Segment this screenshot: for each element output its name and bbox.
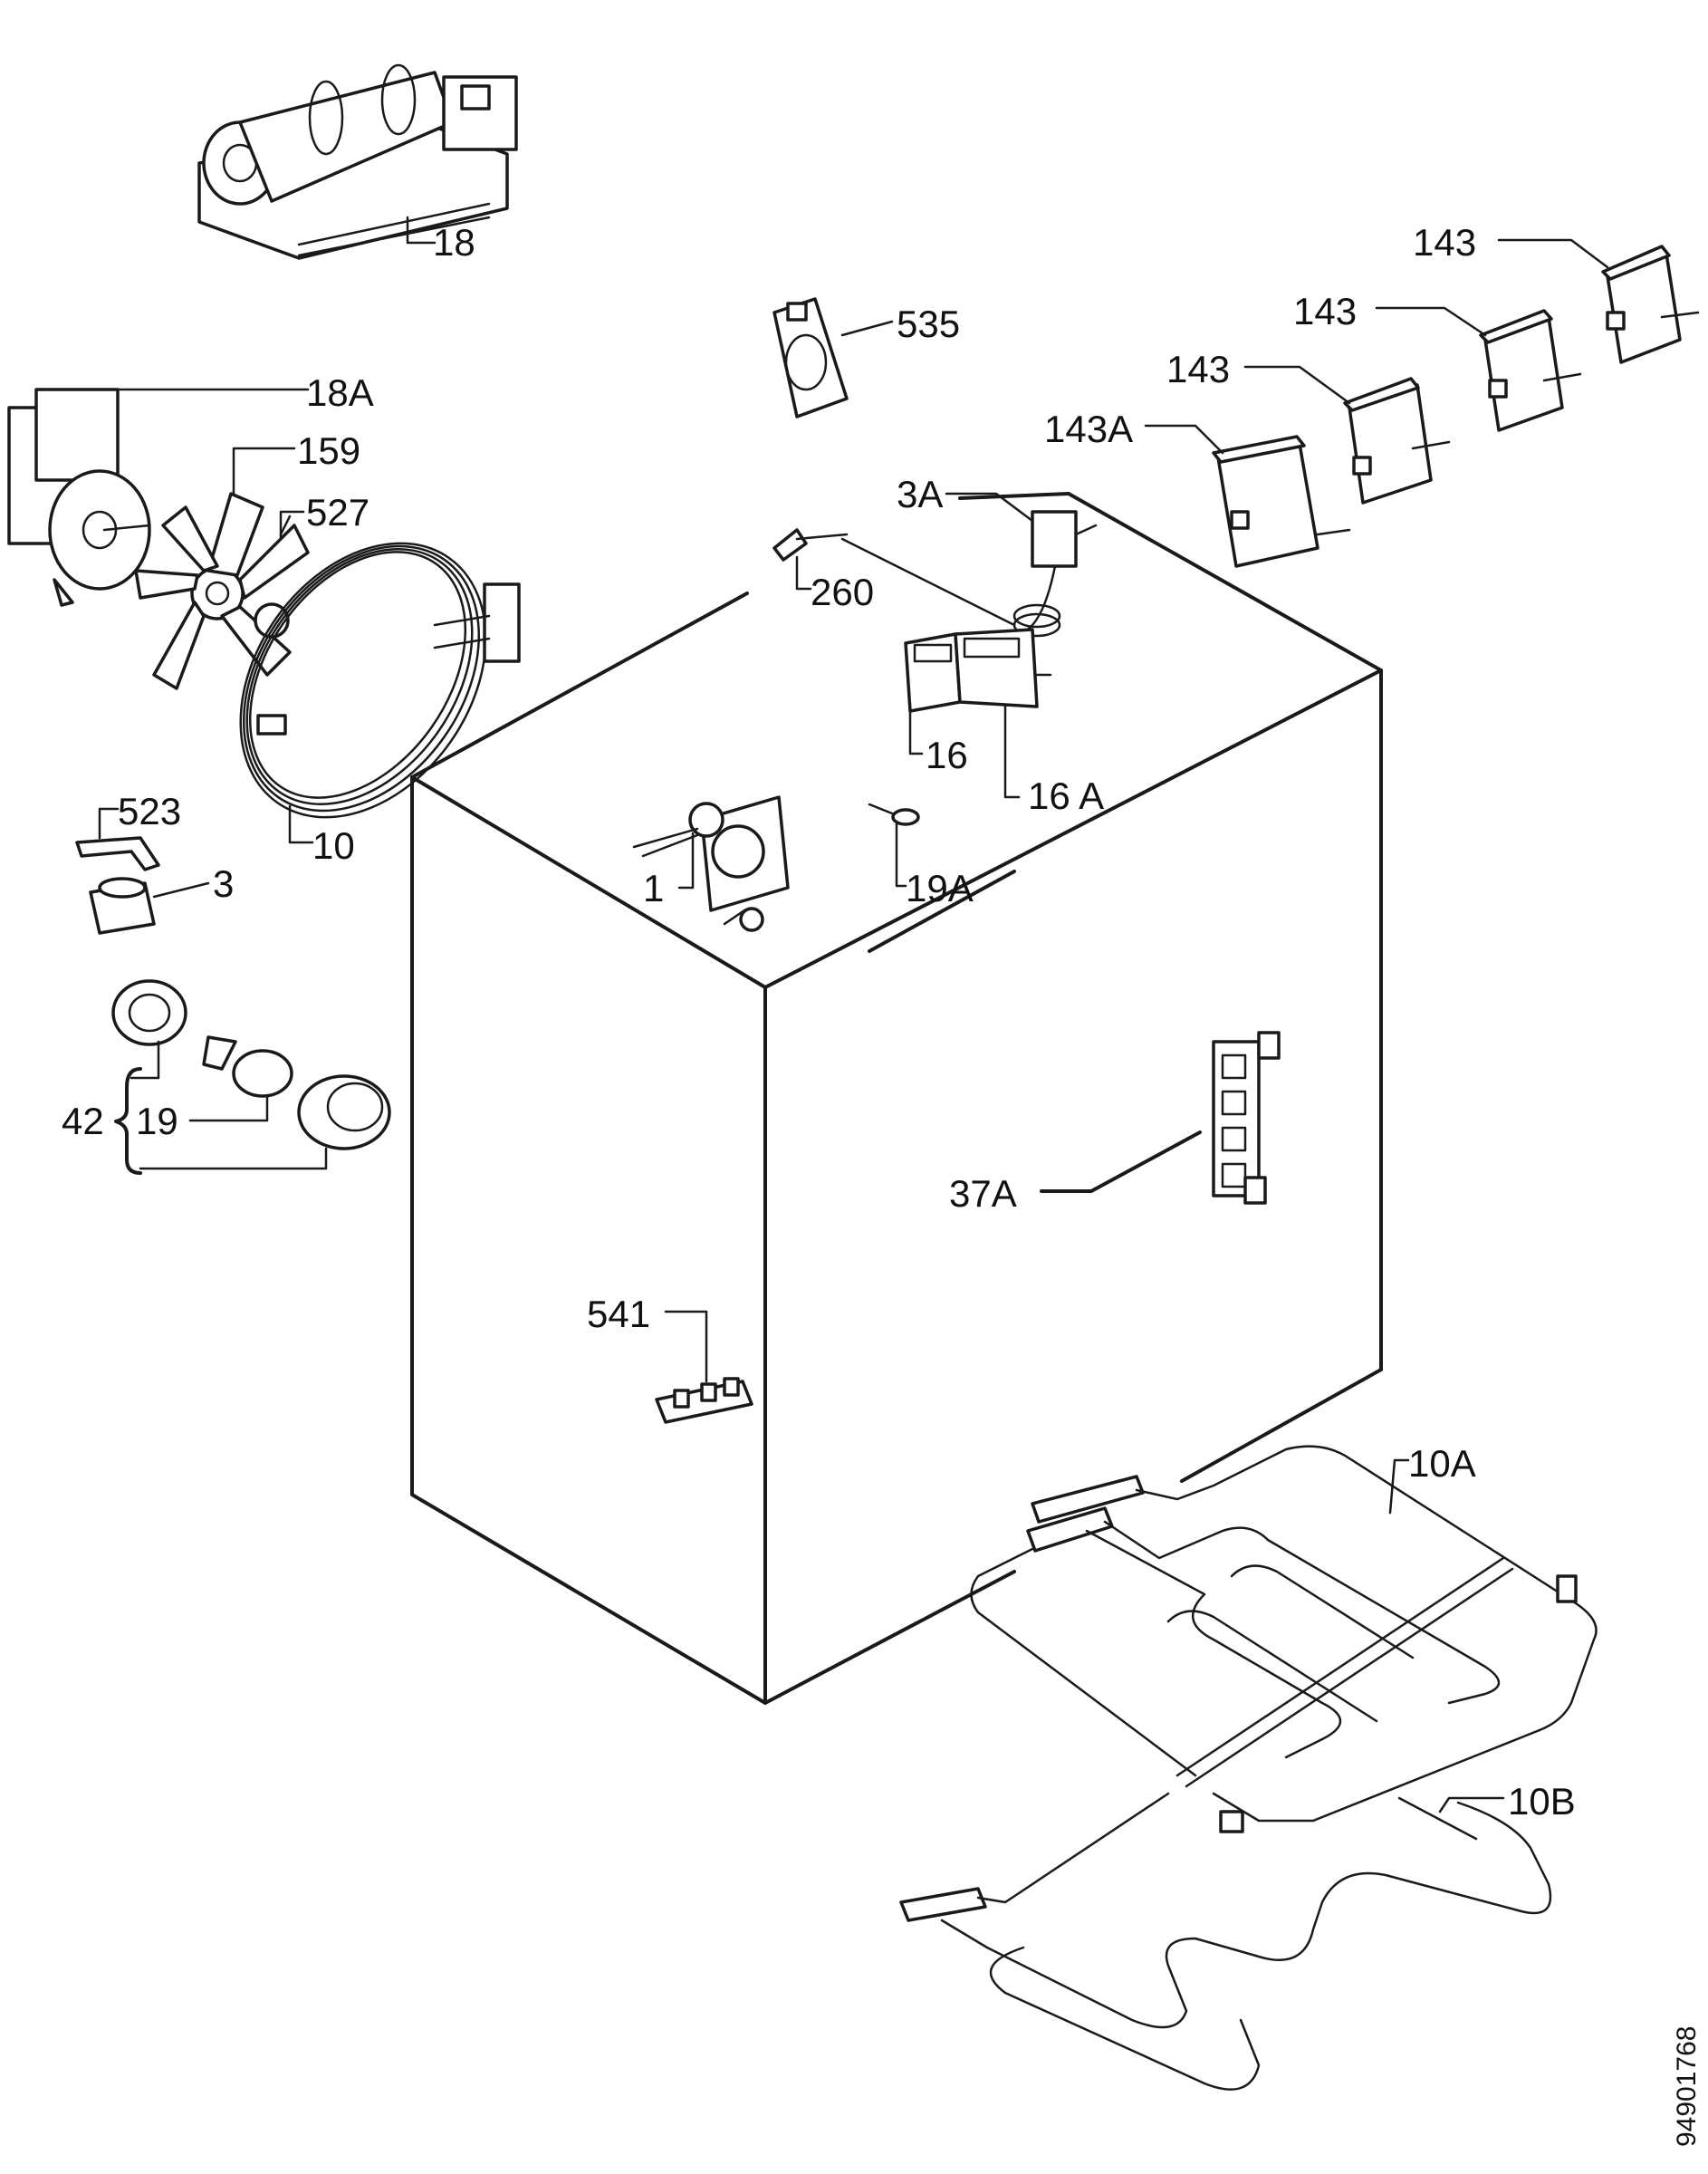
label-18a: 18A [306, 371, 374, 414]
connector-part [655, 1377, 753, 1424]
lamp-cover-part [297, 1074, 391, 1150]
label-527: 527 [306, 491, 369, 534]
rotary-switch-part-3 [1343, 377, 1451, 505]
energy-regulator-part-16a [954, 628, 1052, 708]
label-1: 1 [643, 867, 664, 909]
timer-part [632, 795, 790, 932]
label-42: 42 [62, 1100, 104, 1142]
label-143-3: 143 [1166, 348, 1230, 390]
label-10: 10 [312, 824, 355, 867]
label-3a: 3A [897, 473, 943, 515]
terminal-block-part [1212, 1031, 1281, 1205]
tangential-fan-part [197, 63, 518, 260]
label-3: 3 [213, 862, 234, 905]
label-19a: 19A [906, 867, 974, 909]
thermostat-part [89, 877, 156, 935]
sensor-part [868, 803, 920, 826]
label-159: 159 [297, 429, 360, 472]
label-18: 18 [433, 221, 475, 264]
indicator-light-part [772, 297, 849, 418]
clip-part [75, 836, 160, 871]
label-19: 19 [136, 1100, 178, 1142]
oven-thermostat-part [840, 510, 1098, 638]
label-523: 523 [118, 790, 181, 832]
label-260: 260 [811, 571, 874, 613]
grill-heating-element-part [970, 1445, 1598, 1833]
label-16a: 16 A [1028, 774, 1104, 817]
label-143a: 143A [1044, 408, 1133, 450]
rotary-switch-part-2 [1479, 309, 1582, 432]
circular-heating-element-part [239, 542, 521, 819]
label-541: 541 [587, 1293, 650, 1335]
document-id: 94901768 [1672, 2026, 1702, 2147]
label-37a: 37A [949, 1172, 1017, 1215]
selector-switch-part [1212, 435, 1351, 568]
label-10b: 10B [1508, 1780, 1576, 1823]
rotary-switch-part-1 [1601, 245, 1700, 364]
label-10a: 10A [1408, 1442, 1476, 1485]
label-535: 535 [897, 303, 960, 345]
thermostat-probe-part [772, 528, 849, 562]
fan-blade-part [134, 492, 310, 690]
label-143-2: 143 [1293, 290, 1357, 332]
lamp-holder-part [111, 979, 187, 1046]
energy-regulator-part-16 [904, 632, 962, 713]
label-143-1: 143 [1413, 221, 1476, 264]
bottom-heating-element-part [899, 1792, 1552, 2091]
lamp-bulb-part [202, 1035, 293, 1098]
label-16: 16 [926, 734, 968, 776]
fan-motor-part [7, 388, 151, 607]
oven-cabinet [410, 492, 1383, 1705]
